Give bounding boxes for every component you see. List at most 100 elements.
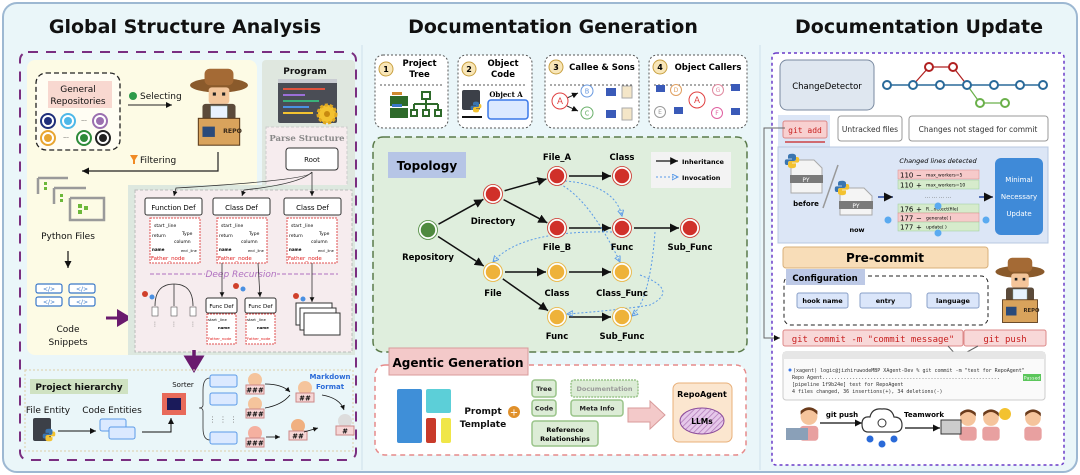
tab-untracked-files[interactable] (837, 115, 903, 142)
computer-icon (656, 85, 665, 92)
diff-line-number: 177 (900, 224, 913, 232)
card-title: Object Callers (675, 63, 742, 73)
context-chip-reference-relationships (531, 420, 599, 447)
sorter-chip-icon (162, 393, 186, 415)
card-number-badge (461, 61, 477, 77)
card-title: Callee & Sons (569, 63, 635, 73)
title-documentation-generation: Documentation Generation (408, 16, 698, 38)
legend-invocation: Invocation (682, 174, 721, 182)
code-snippets-icon: </> </> </> </> (35, 283, 96, 307)
topology-area (372, 136, 748, 353)
legend-inheritance: Inheritance (682, 158, 724, 166)
diff-row-del: 110−max_workers=5 (897, 169, 980, 180)
callee-node-b-label: B (585, 87, 590, 95)
topology-node-file-b (548, 219, 566, 237)
tab-changes-not-staged[interactable] (908, 115, 1049, 142)
terminal-line: (xagent) logic@jizhiruwodeMBP XAgent-Dev… (793, 368, 1025, 374)
svg-text:⋮: ⋮ (190, 321, 196, 328)
tab-changes-not-staged-label: Changes not staged for commit (919, 125, 1038, 134)
program-label: Program (283, 67, 327, 77)
field-column: column (241, 239, 258, 245)
topology-node-label: File (484, 289, 502, 299)
svg-text:</>: </> (43, 286, 55, 293)
prompt-template-label: Template (460, 420, 506, 430)
commit-node (935, 80, 945, 90)
context-chip-meta-info (570, 399, 624, 417)
minimal-update-box (995, 158, 1043, 235)
card-title: Object (487, 59, 518, 69)
context-chip-tree (531, 379, 557, 398)
diff-text: update( ) (926, 225, 947, 231)
caller-node-d-label: D (674, 87, 679, 94)
project-hierarchy-label: Project hierarchy (35, 383, 122, 393)
topology-node-label: File_B (543, 243, 571, 253)
repoagent-label: RepoAgent (677, 390, 727, 399)
program-screen-icon (278, 79, 338, 125)
heading-level-label: ### (246, 387, 264, 395)
callee-node-c-label: C (585, 109, 590, 117)
general-repositories-label: General (60, 85, 95, 95)
now-file-icon: PY (834, 180, 873, 216)
documentation-update-panel: ChangeDetector git add Untracked files C… (763, 52, 1065, 466)
diff-sign: − (916, 215, 922, 223)
topology-node-func-yellow (548, 308, 566, 326)
python-files-icon (36, 176, 106, 222)
passed-badge: Passed (1024, 376, 1041, 382)
computer-icon (674, 107, 683, 114)
tab-git-add[interactable] (782, 120, 828, 139)
teamwork-row: git push Teamwork (786, 407, 1042, 448)
field-start-line: start _line (221, 223, 244, 229)
invocation-edge (493, 231, 613, 262)
code-badge-icon (999, 408, 1011, 420)
caller-node-f-label: F (715, 110, 719, 117)
diff-text: R…detect(file) (926, 207, 959, 213)
document-icon (621, 107, 633, 121)
heading-level-label: # (342, 428, 348, 436)
field-name: name (219, 247, 232, 252)
project-hierarchy-area (24, 369, 354, 452)
object-code-icon: Object A (462, 90, 529, 120)
context-chip-label: Meta Info (580, 405, 616, 413)
field-father-node: Father_node (218, 256, 252, 262)
tab-git-add-label: git add (788, 126, 822, 135)
definition-label: Class Def (296, 204, 329, 212)
commit-node (962, 80, 972, 90)
field-return: return (219, 233, 233, 239)
caller-node-g (712, 84, 724, 96)
inheritance-edge (504, 177, 547, 192)
plus-icon-glyph: + (510, 408, 518, 419)
github-icon-glyph (44, 117, 52, 125)
sub-definition-label: Func Def (209, 304, 234, 310)
config-item (796, 292, 849, 309)
context-chip-code (531, 399, 557, 417)
topology-node-file-a (548, 167, 566, 185)
diff-text: max_workers=5 (926, 173, 963, 179)
terminal-window: (xagent) logic@jizhiruwodeMBP XAgent-Dev… (782, 351, 1046, 401)
computer-icon (606, 110, 616, 118)
entity-bars: ⋮ ⋮ ⋮ (208, 374, 238, 445)
svg-text:⋮: ⋮ (171, 321, 177, 328)
config-item (926, 292, 980, 309)
heading-level-label: ### (246, 411, 264, 419)
minimal-update-label: Necessary (1001, 193, 1037, 201)
llms-blob (679, 407, 725, 435)
recursion-children: ⋮ ⋮ ⋮ (142, 262, 341, 336)
context-chip-label: Reference (546, 426, 584, 434)
github-icon-glyph (44, 134, 52, 142)
field-return: return (152, 233, 166, 239)
change-detector-box (779, 59, 875, 111)
agentic-generation-label: Agentic Generation (392, 356, 523, 370)
context-chip-label: Tree (536, 385, 552, 393)
diff-line-number: 110 (900, 172, 913, 180)
root-node (285, 147, 339, 171)
topology-node-label: Sub_Func (667, 243, 712, 253)
field-type: Type (248, 231, 260, 237)
precommit-bar (782, 246, 989, 269)
terminal-line: 4 files changed, 36 insertions(+), 34 de… (792, 389, 943, 395)
parse-structure-label: Parse Structure (269, 134, 345, 144)
root-label: Root (304, 156, 320, 164)
selecting-label: Selecting (140, 92, 182, 102)
